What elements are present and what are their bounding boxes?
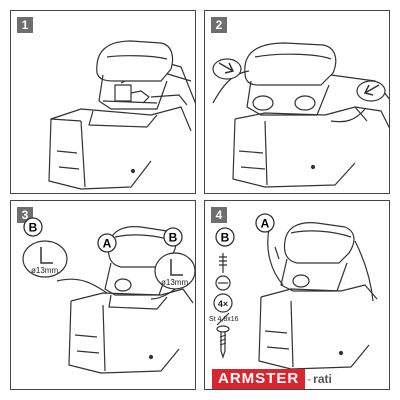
- callout-a: A: [255, 213, 275, 233]
- callout-b-right: B ø13mm: [154, 227, 195, 290]
- callout-label: B: [221, 231, 230, 245]
- callout-b: B: [215, 227, 235, 247]
- push-icon-right: [356, 80, 386, 102]
- push-icon-left: [212, 58, 242, 80]
- step-4-panel: 4 B A 4×: [204, 200, 390, 390]
- step-2-panel: 2: [204, 10, 390, 194]
- screw-icon: [216, 312, 230, 359]
- screw-spec-label: St 4,8x16: [209, 316, 239, 323]
- callout-label: B: [169, 231, 178, 245]
- step-1-panel: 1: [10, 10, 196, 194]
- brand-logo: ARMSTER - rati: [212, 369, 332, 389]
- plug-icon: [215, 253, 231, 291]
- screw-quantity: 4× St 4,8x16: [209, 293, 239, 323]
- brand-sub: rati: [313, 372, 332, 386]
- step-number: 4: [211, 207, 227, 223]
- brand-separator: -: [307, 372, 312, 386]
- armrest-illustration: [212, 42, 389, 188]
- callout-label: B: [29, 221, 38, 235]
- callout-a-left: A: [97, 233, 117, 253]
- hole-size-label: ø13mm: [161, 278, 188, 287]
- callout-label: A: [103, 237, 112, 251]
- hole-size-label: ø13mm: [31, 266, 58, 275]
- armrest-illustration: B A 4× St 4,8x16: [209, 213, 378, 370]
- step-number: 2: [211, 17, 227, 33]
- step-number: 1: [17, 17, 33, 33]
- brand-name: ARMSTER: [212, 369, 306, 389]
- step-3-panel: 3 B ø13mm A B: [10, 200, 196, 390]
- callout-label: A: [261, 217, 270, 231]
- armrest-illustration: [48, 40, 195, 190]
- callout-b-left: B ø13mm: [22, 217, 68, 278]
- quantity-label: 4×: [218, 299, 228, 309]
- armrest-illustration: B ø13mm A B ø13mm: [22, 217, 195, 374]
